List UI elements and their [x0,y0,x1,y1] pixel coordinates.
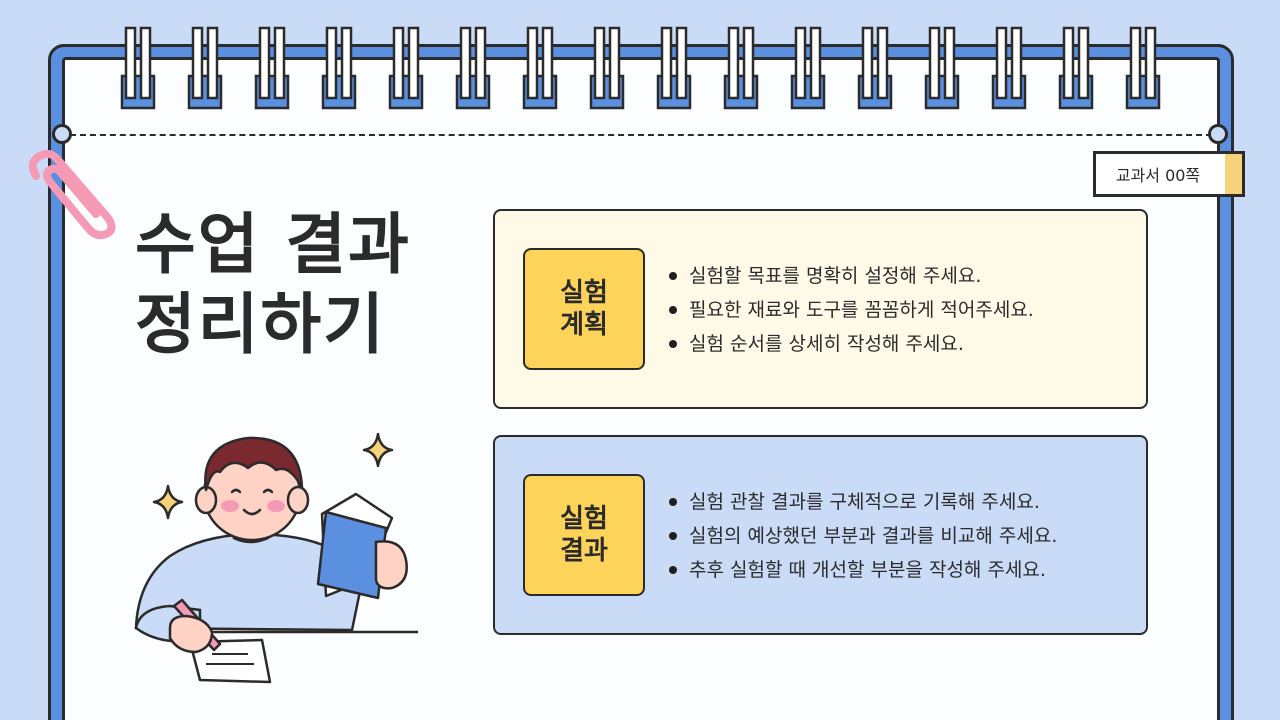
page-tag-label: 교과서 00쪽 [1115,166,1201,185]
perforation-notch-right [1208,124,1228,144]
spiral-ring-icon [187,26,223,110]
list-item: 실험할 목표를 명확히 설정해 주세요. [667,259,1034,293]
list-item: 실험 관찰 결과를 구체적으로 기록해 주세요. [667,485,1057,519]
list-item: 추후 실험할 때 개선할 부분을 작성해 주세요. [667,553,1057,587]
spiral-ring-icon [321,26,357,110]
plan-badge-line-2: 계획 [560,310,608,340]
textbook-page-tag: 교과서 00쪽 [1093,151,1245,197]
spiral-ring-icon [254,26,290,110]
spiral-ring-icon [120,26,156,110]
result-badge-line-2: 결과 [560,536,608,566]
spiral-ring-icon [1125,26,1161,110]
experiment-result-card: 실험 결과 실험 관찰 결과를 구체적으로 기록해 주세요. 실험의 예상했던 … [493,435,1148,635]
experiment-plan-card: 실험 계획 실험할 목표를 명확히 설정해 주세요. 필요한 재료와 도구를 꼼… [493,209,1148,409]
sparkle-icon [362,432,394,468]
plan-badge-line-1: 실험 [560,278,608,308]
spiral-ring-icon [656,26,692,110]
spiral-ring-icon [723,26,759,110]
spiral-ring-icon [790,26,826,110]
list-item: 실험 순서를 상세히 작성해 주세요. [667,327,1034,361]
perforation-notch-left [52,124,72,144]
spiral-ring-icon [1058,26,1094,110]
student-illustration [134,432,418,684]
result-badge: 실험 결과 [523,474,645,596]
page-title: 수업 결과 정리하기 [135,205,411,365]
plan-badge: 실험 계획 [523,248,645,370]
title-line-1: 수업 결과 [135,206,411,283]
spiral-ring-icon [857,26,893,110]
paper-clip-icon [28,150,116,240]
plan-list: 실험할 목표를 명확히 설정해 주세요. 필요한 재료와 도구를 꼼꼼하게 적어… [667,259,1034,361]
spiral-ring-icon [455,26,491,110]
perforation-line [70,134,1212,136]
title-line-2: 정리하기 [135,286,386,363]
spiral-ring-icon [589,26,625,110]
sparkle-icon [152,484,184,520]
list-item: 필요한 재료와 도구를 꼼꼼하게 적어주세요. [667,293,1034,327]
page-tag-tab [1225,151,1245,197]
spiral-ring-icon [522,26,558,110]
spiral-ring-icon [924,26,960,110]
result-badge-line-1: 실험 [560,504,608,534]
list-item: 실험의 예상했던 부분과 결과를 비교해 주세요. [667,519,1057,553]
spiral-ring-icon [991,26,1027,110]
result-list: 실험 관찰 결과를 구체적으로 기록해 주세요. 실험의 예상했던 부분과 결과… [667,485,1057,587]
spiral-ring-icon [388,26,424,110]
